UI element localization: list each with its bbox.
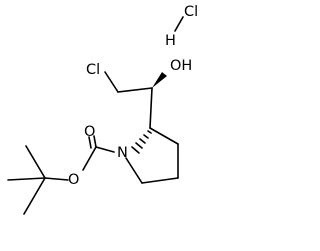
- h-cl-bond: [174, 16, 184, 32]
- o-tbutyl-bond: [44, 177, 69, 181]
- ring-bond-c2-c3: [149, 127, 179, 145]
- carbonyl-double-bond-a: [93, 135, 97, 148]
- ch2-chiral-c-bond: [117, 87, 153, 93]
- hcl-hydrogen-label: H: [165, 33, 176, 49]
- cl-ch2-bond: [104, 71, 119, 93]
- tbutyl-methyl-top: [25, 145, 46, 179]
- chemical-structure: Cl H Cl OH N O O: [7, 4, 198, 215]
- hcl-chlorine-label: Cl: [184, 4, 198, 20]
- n-carbonyl-bond: [95, 146, 115, 153]
- tbutyl-methyl-left: [7, 177, 46, 181]
- nitrogen-label: N: [117, 145, 128, 161]
- chiral-c-ring-bond: [149, 87, 153, 129]
- carbonyl-ester-o-bond: [82, 146, 97, 171]
- oh-wedge-bond: [152, 72, 167, 88]
- chloro-label: Cl: [86, 62, 100, 78]
- hydroxyl-label: OH: [170, 58, 192, 74]
- carbonyl-oxygen-label: O: [84, 124, 95, 140]
- carbonyl-double-bond-b: [88, 136, 92, 149]
- ester-oxygen-label: O: [68, 172, 79, 188]
- ring-bond-c4-c5: [141, 177, 179, 184]
- ring-bond-c5-n: [125, 157, 143, 184]
- tbutyl-methyl-bottom: [23, 177, 46, 215]
- hashed-stereo-bond: [131, 130, 152, 154]
